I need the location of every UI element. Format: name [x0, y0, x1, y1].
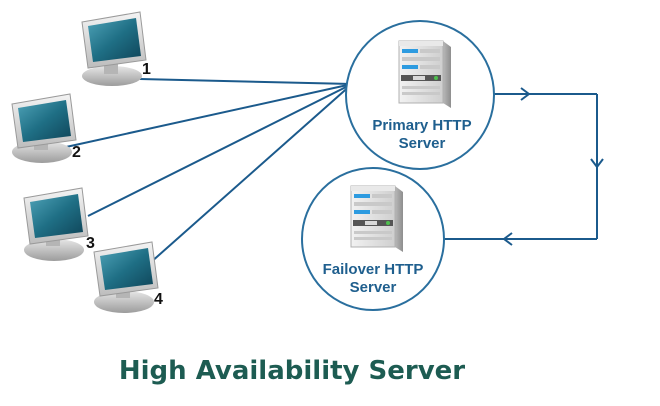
- arrow-right-icon: [520, 87, 531, 101]
- client-number-2: 2: [72, 144, 81, 161]
- client-number-1: 1: [142, 61, 151, 78]
- client-connections: [65, 78, 353, 264]
- desktop-computer-icon: [23, 187, 89, 261]
- client-number-3: 3: [86, 235, 95, 252]
- failover-server-label-line2: Server: [350, 279, 397, 296]
- primary-server-node: Primary HTTP Server: [345, 20, 495, 170]
- server-tower-icon: [350, 185, 403, 252]
- connection-client-2: [65, 83, 353, 148]
- server-tower-icon: [398, 40, 451, 108]
- desktop-computer-icon: [11, 93, 77, 163]
- client-computer-4: 4: [93, 241, 163, 313]
- connection-client-4: [149, 83, 353, 264]
- arrow-down-icon: [590, 158, 604, 169]
- failover-server-label-line1: Failover HTTP: [323, 261, 424, 278]
- primary-server-label-line2: Server: [399, 135, 446, 152]
- client-number-4: 4: [154, 291, 163, 308]
- primary-server-label-line1: Primary HTTP: [372, 117, 471, 134]
- desktop-computer-icon: [81, 11, 147, 86]
- failover-server-node: Failover HTTP Server: [301, 167, 445, 311]
- arrow-left-icon: [502, 232, 513, 246]
- connection-client-1: [139, 78, 353, 85]
- failover-path: [444, 87, 604, 246]
- client-computer-1: 1: [81, 11, 151, 86]
- client-computer-3: 3: [23, 187, 95, 261]
- connection-client-3: [87, 83, 353, 217]
- diagram-title: High Availability Server: [119, 356, 465, 386]
- client-computer-2: 2: [11, 93, 81, 163]
- desktop-computer-icon: [93, 241, 159, 313]
